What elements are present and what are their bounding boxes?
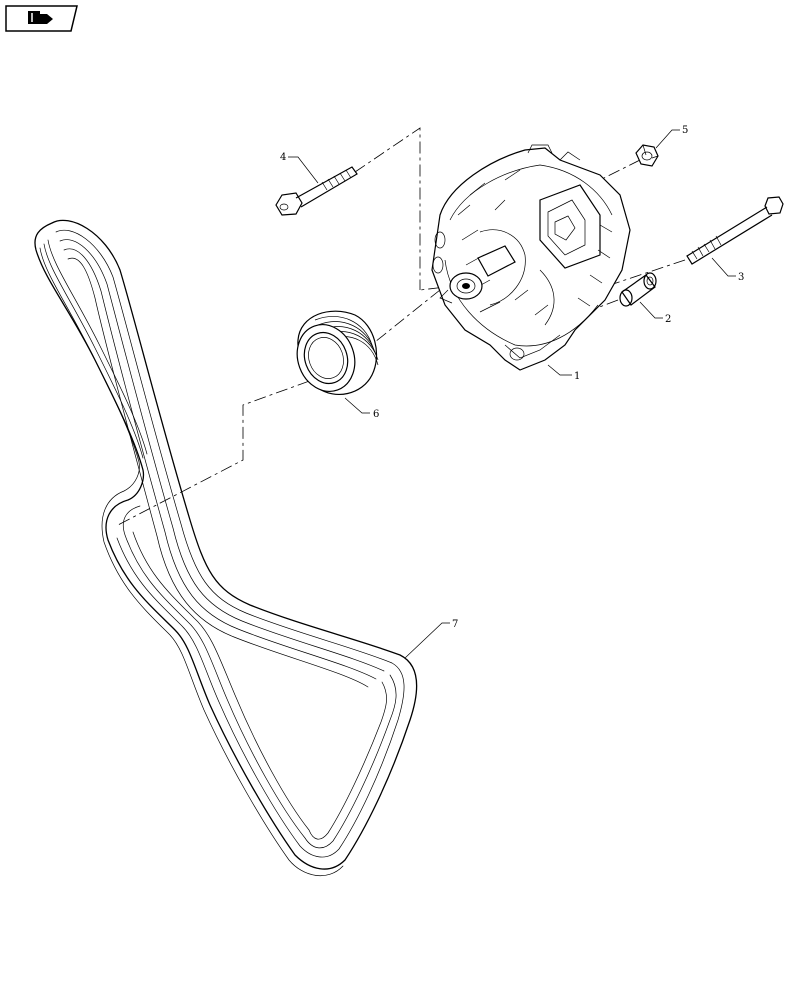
callout-3: 3: [711, 257, 744, 283]
callout-6: 6: [344, 397, 379, 420]
callout-6-label: 6: [373, 409, 379, 420]
callout-1: 1: [547, 364, 580, 382]
callout-2-label: 2: [665, 314, 671, 325]
callout-5-label: 5: [682, 125, 688, 136]
callout-7-label: 7: [452, 619, 458, 630]
callout-3-label: 3: [738, 272, 744, 283]
callout-5: 5: [655, 125, 688, 149]
belt-part: [34, 219, 418, 877]
callout-7: 7: [404, 619, 458, 659]
pulley-part: [296, 310, 379, 396]
alternator-part: [431, 144, 631, 371]
long-bolt-part: [686, 196, 784, 265]
spacer-part: [619, 272, 657, 307]
previous-page-button[interactable]: [5, 5, 78, 32]
callout-1-label: 1: [574, 371, 580, 382]
short-bolt-part: [275, 166, 358, 216]
callout-4: 4: [280, 152, 319, 184]
callout-2: 2: [639, 301, 671, 325]
previous-page-arrow-icon: [28, 11, 53, 24]
nut-part: [635, 144, 659, 167]
callout-4-label: 4: [280, 152, 286, 163]
